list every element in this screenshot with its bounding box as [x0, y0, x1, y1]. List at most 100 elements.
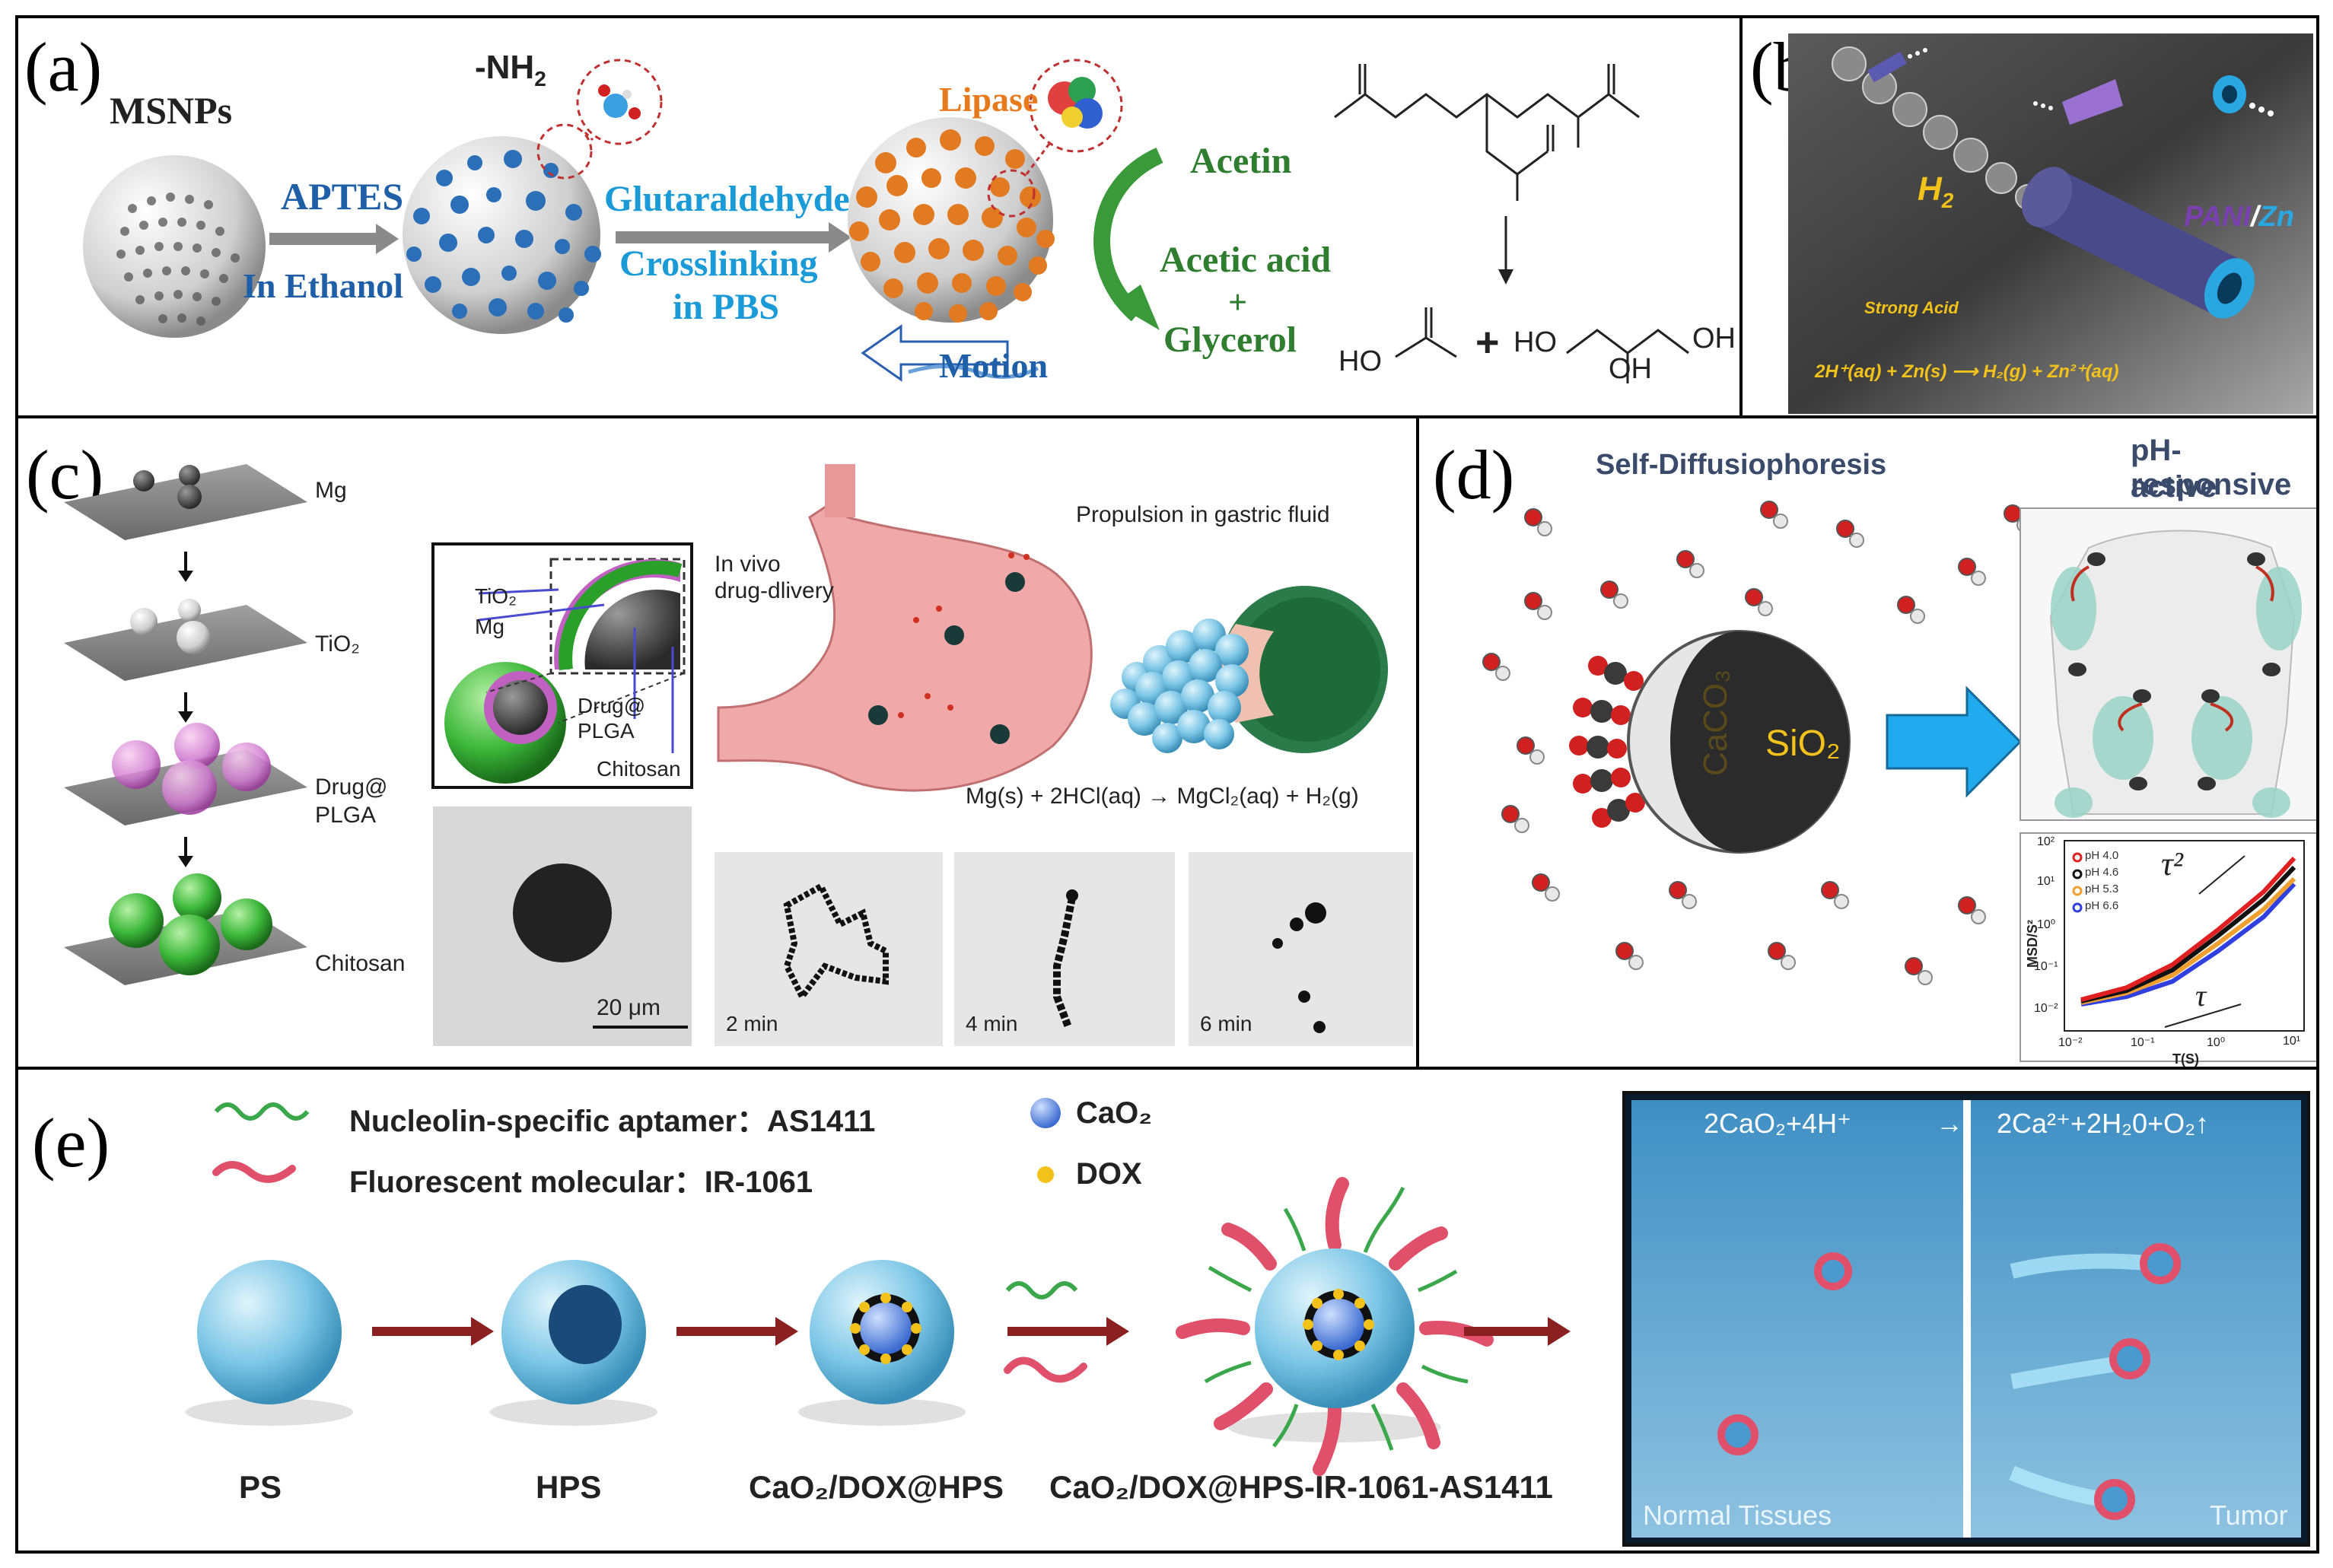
msd-legend-ph66: pH 6.6	[2085, 899, 2119, 912]
nh2-sphere	[403, 59, 663, 334]
glycerol-oh-right: OH	[1692, 323, 1736, 355]
cao2-equation-right: 2Ca²⁺+2H₂0+O₂↑	[1997, 1108, 2210, 1139]
aptamer-legend-icon	[214, 1102, 310, 1121]
panel-a: (a)	[15, 15, 1743, 418]
panel-a-illustration	[83, 59, 1689, 383]
microscope-image-4min	[954, 852, 1175, 1046]
panel-e: (e)	[15, 1067, 2319, 1554]
panel-b-illustration	[1788, 33, 2313, 414]
panel-a-label: (a)	[24, 28, 103, 106]
slash-text: /	[2250, 201, 2259, 233]
normal-tissues-label: Normal Tissues	[1643, 1500, 1832, 1531]
glycerol-oh-bottom: OH	[1609, 353, 1652, 385]
tumor-particles	[2009, 1243, 2181, 1520]
microscope-image-6min	[1189, 852, 1413, 1046]
cao2-legend-icon	[1030, 1098, 1061, 1128]
y-tick-1e0: 10⁰	[2037, 918, 2056, 931]
acetic-acid-structure	[1395, 307, 1457, 358]
step-mg-label: Mg	[315, 478, 347, 503]
pani-text: PANI	[2184, 201, 2251, 233]
mini-tube-right	[2213, 75, 2274, 116]
down-arrow	[1498, 216, 1513, 285]
stomach-illustration	[717, 464, 1093, 792]
plus-label: +	[1228, 284, 1248, 321]
lipase-label: Lipase	[939, 80, 1039, 119]
time-label-2min: 2 min	[726, 1012, 778, 1035]
fluorescent-legend-icon	[212, 1161, 296, 1183]
stage-hps-label: HPS	[536, 1469, 602, 1505]
pani-zn-tube	[2021, 167, 2255, 319]
panel-c-illustration	[64, 464, 1413, 1046]
msd-legend-markers	[2072, 852, 2083, 913]
motion-label: Motion	[939, 346, 1049, 385]
glycerol-ho: HO	[1513, 326, 1557, 358]
arrow-hps-cao2	[676, 1317, 798, 1346]
zn-equation: 2H⁺(aq) + Zn(s) ⟶ H₂(g) + Zn²⁺(aq)	[1815, 361, 2119, 382]
y-tick-1e-1: 10⁻¹	[2034, 960, 2058, 973]
x-tick-1e0: 10⁰	[2207, 1036, 2226, 1049]
co2-molecules	[1569, 656, 1645, 828]
y-tick-1e1: 10¹	[2037, 875, 2055, 888]
glutaraldehyde-label: Glutaraldehyde	[604, 179, 850, 219]
crosslinking-label: Crosslinking	[619, 243, 818, 284]
chem-plus: +	[1475, 320, 1500, 365]
amine-subscript: 2	[534, 66, 546, 91]
y-tick-1e-2: 10⁻²	[2034, 1002, 2058, 1015]
motion-arrow	[861, 324, 1039, 382]
amine-text: -NH	[475, 49, 535, 86]
inset-drug-label: Drug@	[578, 694, 646, 717]
pani-zn-label: PANI/Zn	[2184, 201, 2294, 234]
cao2-equation-left: 2CaO₂+4H⁺	[1704, 1108, 1852, 1139]
sio2-label: SiO₂	[1765, 724, 1841, 764]
msd-legend-ph40: pH 4.0	[2085, 849, 2119, 862]
final-nanoparticle	[1176, 1177, 1494, 1476]
microscope-image-single	[433, 806, 692, 1046]
microscope-image-2min	[715, 852, 943, 1046]
time-label-4min: 4 min	[966, 1012, 1018, 1035]
fluorescent-legend-text: Fluorescent molecular：IR-1061	[349, 1166, 813, 1199]
aptamer-legend-text: Nucleolin-specific aptamer：AS1411	[349, 1105, 876, 1138]
glycerol-structure	[1566, 329, 1689, 383]
x-tick-1e-2: 10⁻²	[2058, 1036, 2083, 1049]
msd-xlabel: T(S)	[2172, 1051, 2199, 1067]
fluorescent-reagent	[1004, 1356, 1087, 1383]
reaction-label: Mg(s) + 2HCl(aq) → MgCl₂(aq) + H₂(g)	[966, 784, 1359, 809]
amine-label: -NH2	[475, 49, 546, 91]
panel-b: (b) H2 PANI/Zn Strong Aci	[1739, 15, 2319, 418]
inset-chitosan-label: Chitosan	[597, 757, 681, 781]
y-tick-1e2: 10²	[2037, 835, 2055, 848]
msd-legend-ph46: pH 4.6	[2085, 866, 2119, 879]
ps-sphere	[186, 1260, 353, 1426]
stage-cao2-dox-hps-label: CaO₂/DOX@HPS	[749, 1469, 1004, 1505]
arrow-aptes	[269, 224, 399, 254]
normal-particles	[1717, 1252, 1852, 1455]
panel-e-illustration	[186, 1091, 2310, 1547]
self-diffusiophoresis-title: Self-Diffusiophoresis	[1596, 449, 1887, 481]
x-tick-1e1: 10¹	[2283, 1035, 2301, 1048]
tumor-scene	[1622, 1091, 2310, 1547]
strong-acid-label: Strong Acid	[1864, 298, 1959, 317]
hps-sphere	[490, 1260, 657, 1426]
acetic-acid-label: Acetic acid	[1160, 240, 1332, 280]
zn-text: Zn	[2258, 201, 2294, 233]
msd-data-curves	[2080, 856, 2296, 1007]
arrow-to-final	[1007, 1317, 1129, 1346]
cao2-dox-hps-sphere	[798, 1260, 966, 1426]
arrow-to-tumor	[1464, 1317, 1571, 1346]
msnp-sphere	[83, 155, 266, 338]
tau-label: τ	[2195, 978, 2207, 1013]
h2-text: H	[1918, 170, 1942, 208]
mini-tube-middle	[2033, 79, 2123, 125]
janus-particle	[1627, 630, 1851, 854]
step-chitosan-label: Chitosan	[315, 951, 406, 976]
inset-mg-label: Mg	[475, 615, 504, 638]
step-plate-tio2	[64, 599, 307, 681]
tau2-label: τ²	[2161, 845, 2183, 883]
h2-label: H2	[1918, 170, 1953, 213]
janus-micromotor	[1110, 586, 1388, 753]
inset-plga-label: PLGA	[578, 719, 635, 743]
arrow-ps-hps	[372, 1317, 494, 1346]
step-tio2-label: TiO₂	[315, 631, 360, 657]
aptes-label: APTES	[281, 175, 404, 218]
aptamer-reagent	[1005, 1281, 1078, 1299]
